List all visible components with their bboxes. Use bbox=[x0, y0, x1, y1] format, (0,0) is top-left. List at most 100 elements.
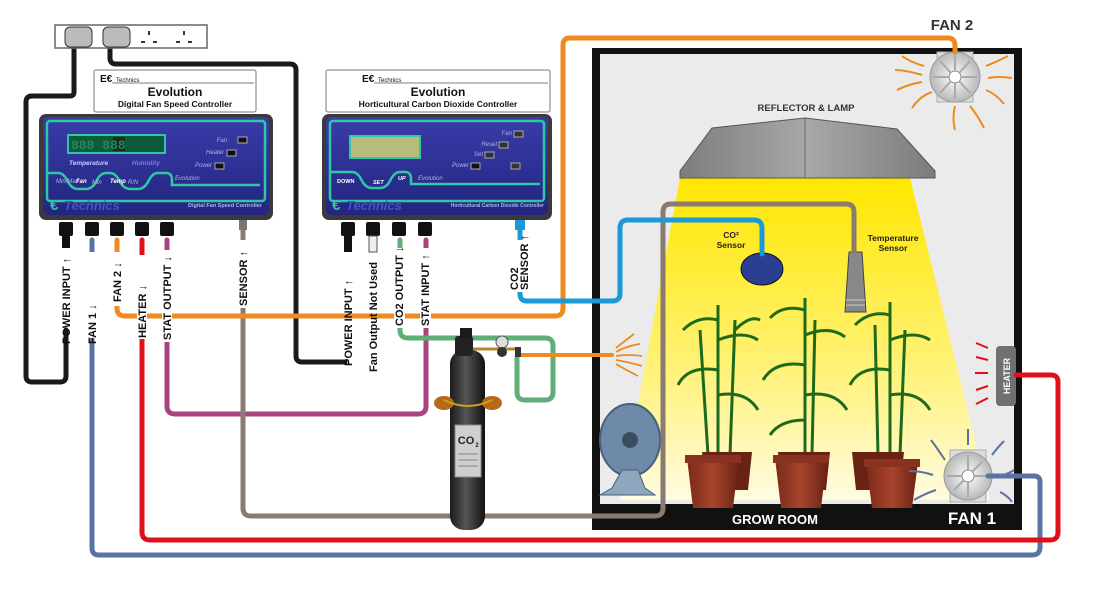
wire-power-fan-controller bbox=[23, 45, 77, 385]
co2-tank: CO 2 bbox=[434, 328, 521, 530]
plant-icon bbox=[676, 305, 761, 460]
svg-text:HEATER ↓: HEATER ↓ bbox=[137, 285, 149, 338]
svg-text:FAN 1 ↓: FAN 1 ↓ bbox=[87, 304, 99, 344]
svg-text:Sensor: Sensor bbox=[879, 243, 909, 253]
svg-text:Technics: Technics bbox=[378, 78, 401, 84]
fan-1 bbox=[908, 429, 1015, 503]
port-power-input[interactable] bbox=[341, 222, 355, 236]
reflector-lamp: REFLECTOR & LAMP bbox=[679, 103, 936, 179]
panel-brand: Technics bbox=[64, 198, 120, 213]
co2-sensor: CO² Sensor bbox=[717, 230, 784, 286]
minmax-button[interactable]: Min/Max bbox=[56, 179, 80, 185]
oscillating-fan bbox=[598, 403, 661, 496]
port-stat-output[interactable] bbox=[160, 222, 174, 236]
intake-arrows-icon bbox=[894, 55, 1013, 131]
port-co2-sensor[interactable] bbox=[515, 220, 525, 230]
fan-led bbox=[237, 136, 248, 144]
pressure-gauge-icon bbox=[495, 335, 509, 349]
svg-text:Reset: Reset bbox=[481, 142, 497, 148]
svg-text:CO²: CO² bbox=[723, 230, 739, 240]
min-button[interactable]: Min bbox=[92, 180, 102, 186]
power-strip bbox=[54, 24, 208, 49]
socket-icon bbox=[141, 31, 192, 43]
plug-icon[interactable] bbox=[102, 26, 131, 48]
brand-logo-icon: E€ bbox=[362, 74, 375, 85]
plants bbox=[676, 298, 932, 508]
co2-controller-badge bbox=[325, 69, 551, 113]
reset-led bbox=[498, 141, 509, 149]
svg-text:888 888: 888 888 bbox=[71, 138, 126, 153]
svg-text:STAT OUTPUT ↓: STAT OUTPUT ↓ bbox=[162, 256, 174, 340]
grow-room-label: GROW ROOM bbox=[732, 512, 818, 527]
heater: HEATER bbox=[975, 342, 1016, 406]
svg-text:€: € bbox=[332, 197, 341, 214]
temperature-sensor-icon bbox=[844, 251, 867, 313]
wire-stat bbox=[164, 237, 429, 417]
pot-icon bbox=[775, 458, 827, 508]
svg-text:CO2: CO2 bbox=[509, 267, 521, 290]
co2-controller-title: Evolution bbox=[411, 85, 466, 99]
panel-brand: Technics bbox=[346, 198, 402, 213]
fan2-label: FAN 2 bbox=[931, 17, 974, 34]
fan-button[interactable]: Fan bbox=[76, 179, 87, 185]
svg-text:Humidity: Humidity bbox=[132, 160, 160, 167]
port-fan-output[interactable] bbox=[366, 222, 380, 236]
set-button[interactable]: SET bbox=[373, 180, 384, 186]
reflector-icon bbox=[679, 117, 936, 179]
co2-tank-label: CO bbox=[458, 435, 475, 447]
svg-text:Fan: Fan bbox=[217, 138, 228, 144]
svg-text:Power: Power bbox=[195, 163, 213, 169]
wire-fan-1 bbox=[89, 237, 1043, 558]
port-power-input[interactable] bbox=[59, 222, 73, 236]
svg-text:€: € bbox=[50, 197, 59, 214]
port-stat-input[interactable] bbox=[418, 222, 432, 236]
temperature-sensor: Temperature Sensor bbox=[844, 233, 919, 313]
svg-text:POWER INPUT ↑: POWER INPUT ↑ bbox=[343, 280, 355, 366]
svg-text:POWER INPUT ↑: POWER INPUT ↑ bbox=[61, 258, 73, 344]
svg-text:SENSOR ↑: SENSOR ↑ bbox=[519, 235, 531, 290]
co2-controller-lcd bbox=[349, 135, 421, 159]
down-button[interactable]: DOWN bbox=[337, 179, 354, 185]
fan-led bbox=[513, 130, 524, 138]
svg-text:Evolution: Evolution bbox=[418, 176, 443, 182]
svg-text:Set: Set bbox=[474, 152, 483, 158]
wire-heater bbox=[139, 237, 1061, 543]
fan-controller-subtitle: Digital Fan Speed Controller bbox=[118, 99, 233, 109]
rn-button[interactable]: R/N bbox=[128, 180, 139, 186]
fan-2: FAN 2 bbox=[894, 17, 1013, 131]
up-button[interactable]: UP bbox=[398, 176, 406, 182]
wire-temperature-sensor bbox=[240, 201, 857, 519]
plant-icon bbox=[848, 302, 932, 460]
co2-controller: E€ Technics Evolution Horticultural Carb… bbox=[322, 69, 552, 372]
temp-button[interactable]: Temp bbox=[110, 179, 126, 185]
heater-label: HEATER bbox=[1002, 357, 1012, 394]
fan-speed-controller: E€ Technics Evolution Digital Fan Speed … bbox=[39, 69, 273, 344]
power-led bbox=[470, 162, 481, 170]
power-strip-icon bbox=[54, 24, 208, 49]
plant-icon bbox=[761, 298, 849, 460]
wire-co2-output bbox=[397, 237, 556, 403]
port-fan-2[interactable] bbox=[110, 222, 124, 236]
wire-co2-sensor bbox=[517, 217, 765, 304]
pot-icon bbox=[866, 462, 918, 508]
svg-text:Evolution: Evolution bbox=[175, 176, 200, 182]
fan-controller-title: Evolution bbox=[148, 85, 203, 99]
svg-text:CO2 OUTPUT ↓: CO2 OUTPUT ↓ bbox=[394, 247, 406, 326]
svg-text:Power: Power bbox=[452, 163, 470, 169]
fan-controller-ports bbox=[59, 220, 247, 248]
reflector-label: REFLECTOR & LAMP bbox=[758, 103, 856, 114]
svg-text:Heater: Heater bbox=[206, 150, 225, 156]
port-heater[interactable] bbox=[135, 222, 149, 236]
plug-icon[interactable] bbox=[64, 26, 93, 48]
svg-text:SENSOR ↑: SENSOR ↑ bbox=[238, 251, 250, 306]
wire-fan-2 bbox=[114, 35, 958, 319]
svg-text:Horticultural Carbon Dioxide C: Horticultural Carbon Dioxide Controller bbox=[451, 203, 544, 209]
exhaust-arrows-icon bbox=[908, 429, 1015, 503]
wires bbox=[23, 35, 1061, 558]
power-led bbox=[214, 162, 225, 170]
svg-text:2: 2 bbox=[475, 443, 479, 449]
port-sensor[interactable] bbox=[239, 220, 247, 230]
port-fan-1[interactable] bbox=[85, 222, 99, 236]
wire-power-co2-controller bbox=[107, 45, 348, 365]
port-co2-output[interactable] bbox=[392, 222, 406, 236]
